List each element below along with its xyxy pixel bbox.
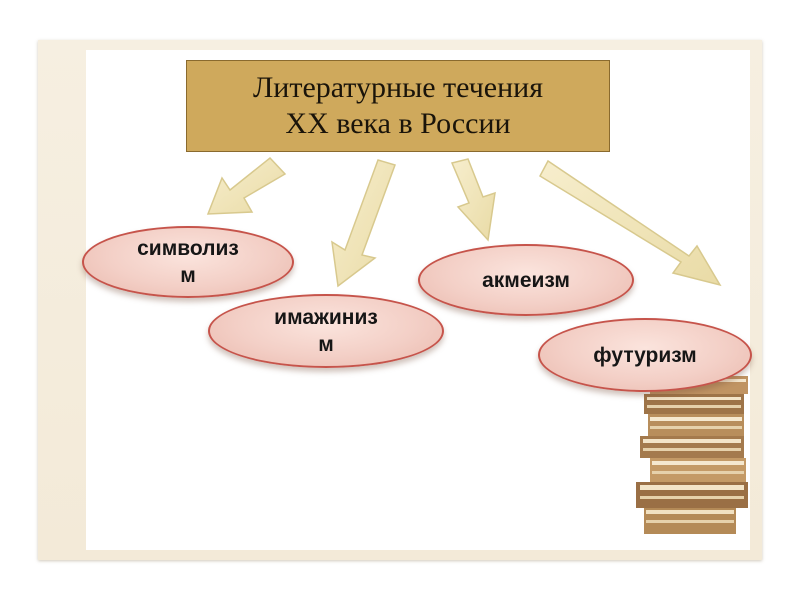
node-futurism: футуризм	[538, 318, 752, 392]
node-imaginism: имажиниз м	[208, 294, 444, 368]
arrow-to-acmeism	[450, 158, 496, 242]
node-symbolism: символиз м	[82, 226, 294, 298]
arrow-to-imaginism	[331, 159, 396, 288]
node-futurism-label: футуризм	[593, 343, 697, 367]
node-imaginism-label: имажиниз м	[274, 306, 378, 356]
title-line-1: Литературные течения	[252, 71, 544, 104]
title-line-2: XX века в России	[285, 107, 511, 140]
node-acmeism: акмеизм	[418, 244, 634, 316]
diagram-title: Литературные течения XX века в России	[186, 60, 610, 152]
arrow-to-futurism	[539, 159, 722, 287]
arrow-to-symbolism	[206, 156, 287, 215]
node-acmeism-label: акмеизм	[482, 268, 570, 292]
node-symbolism-label: символиз м	[137, 237, 239, 287]
